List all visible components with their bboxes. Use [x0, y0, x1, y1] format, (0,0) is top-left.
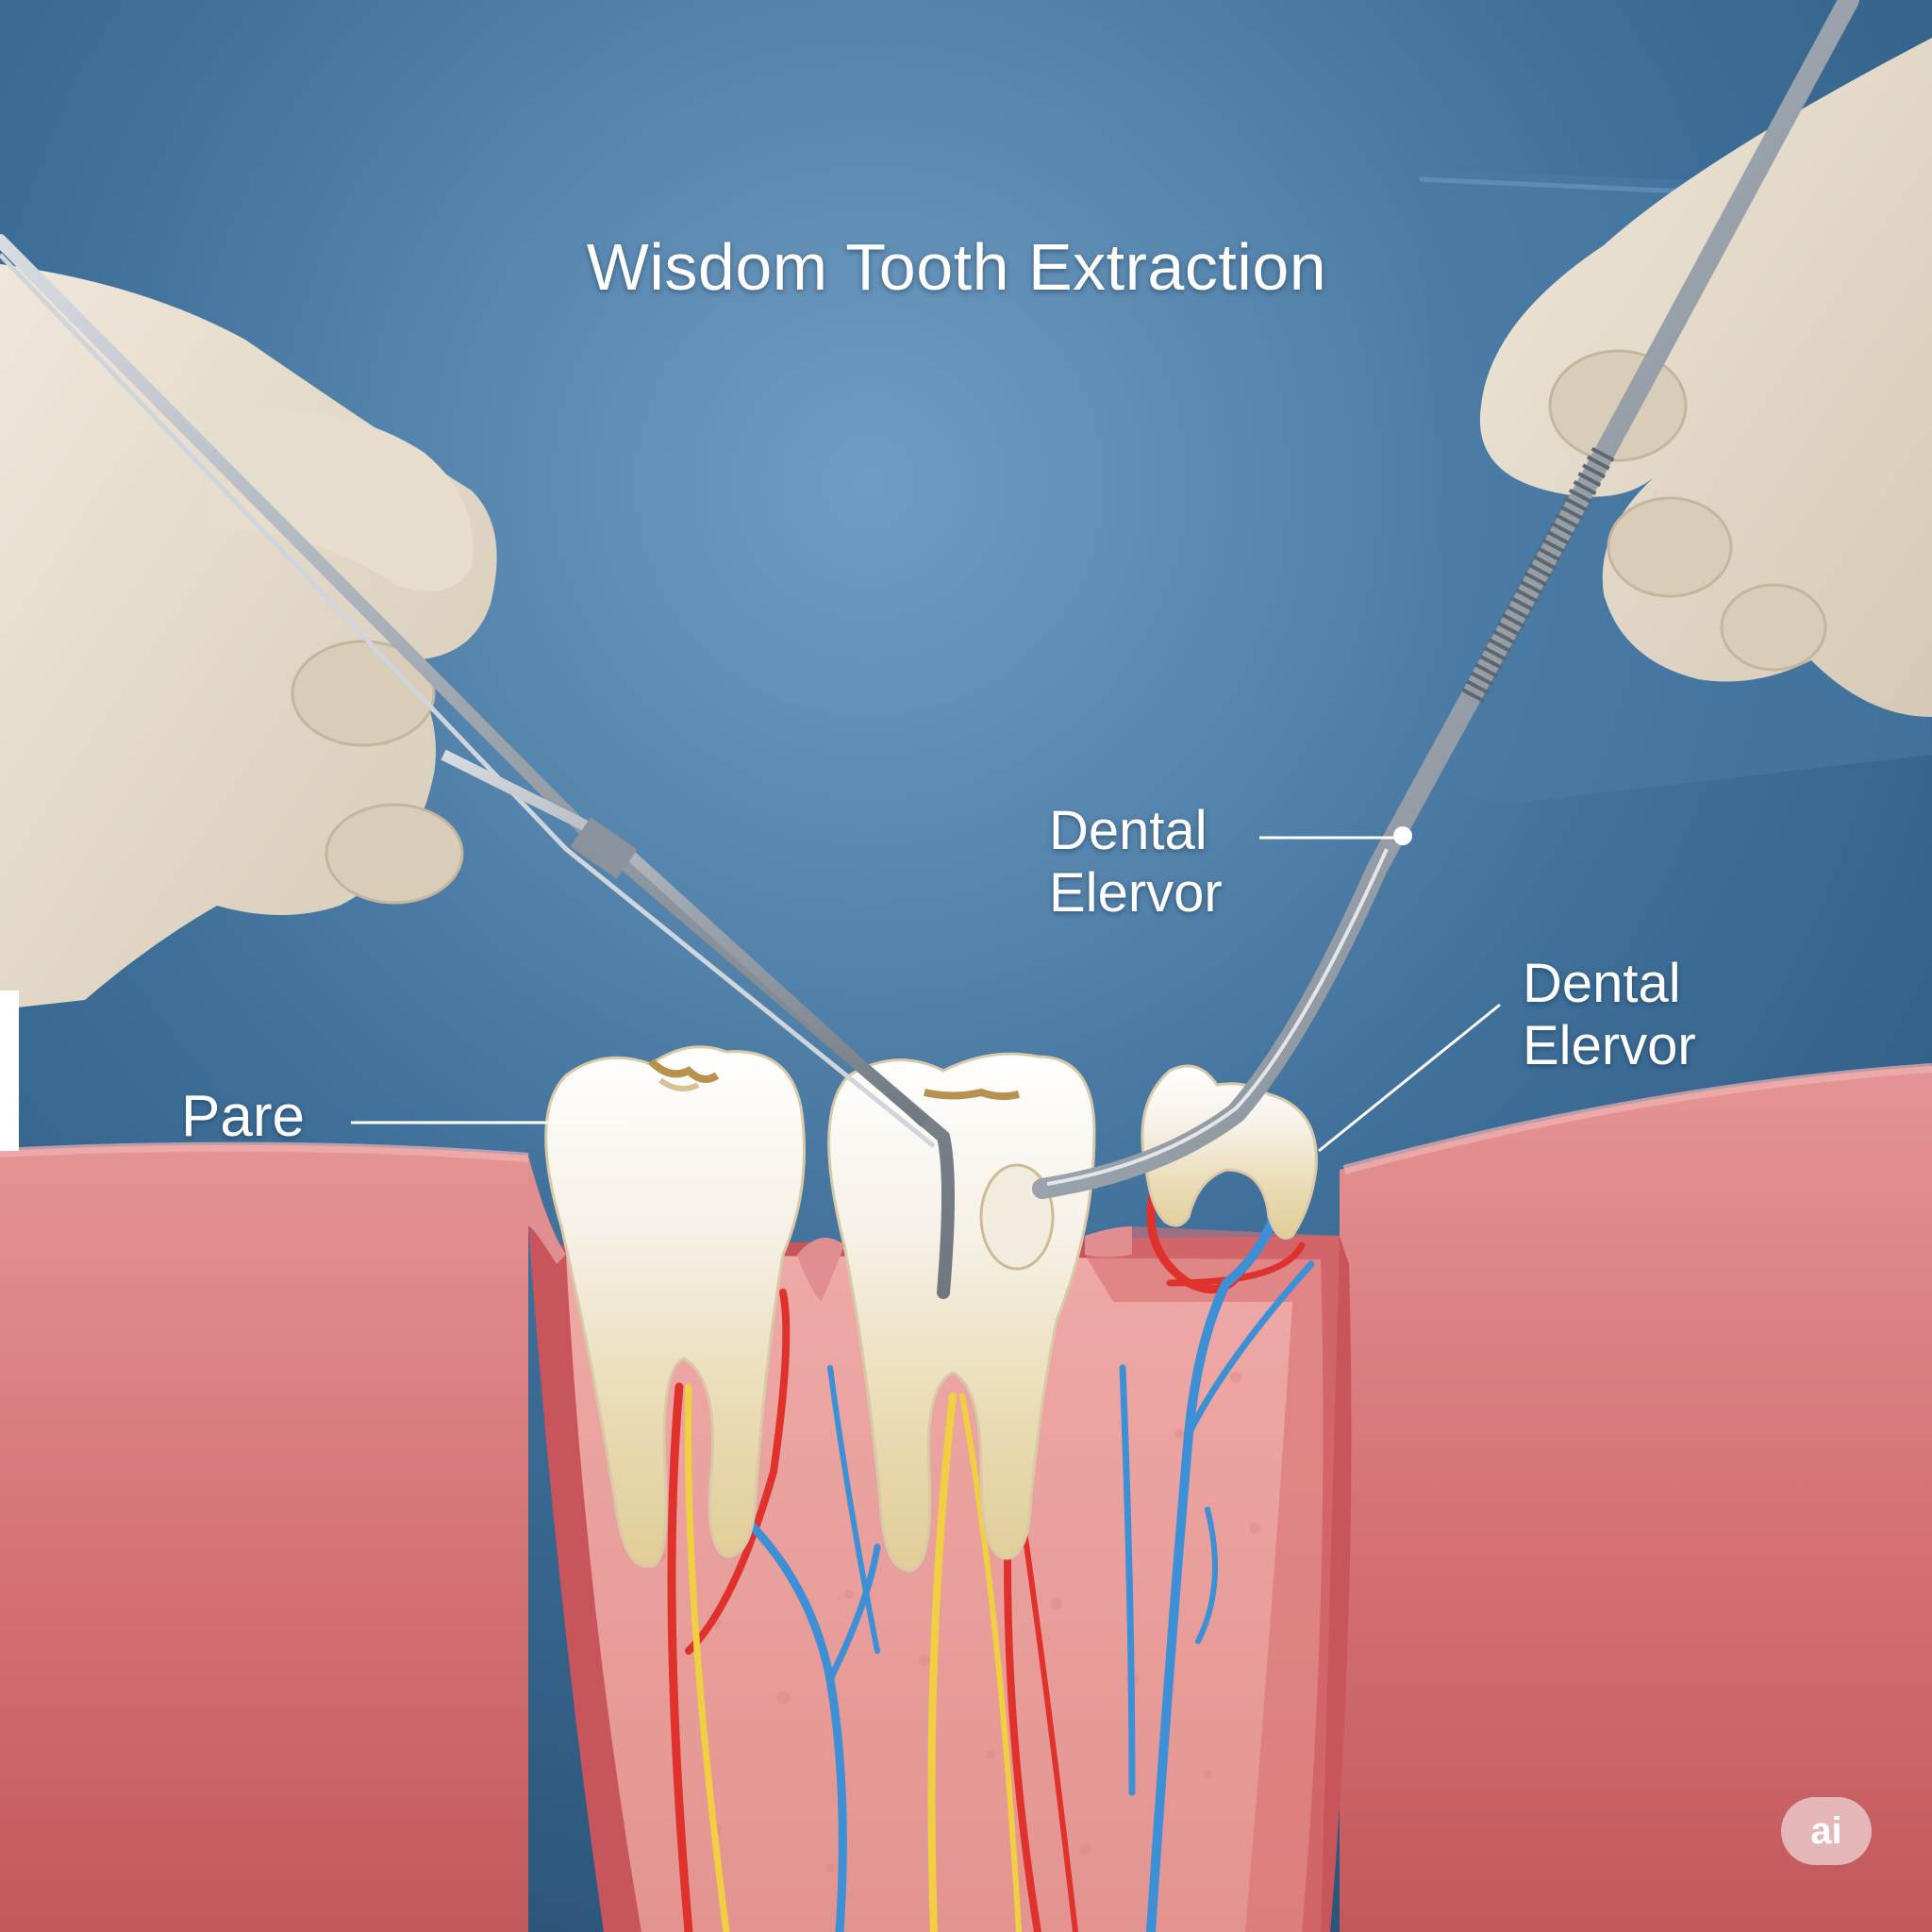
- label-right-line1: Dental: [1523, 953, 1681, 1014]
- left-thumbnail: [291, 640, 436, 747]
- left-gloved-hand: [0, 264, 497, 1151]
- ai-watermark-badge: ai: [1781, 1797, 1872, 1865]
- artery-1: [667, 1382, 693, 1932]
- gum-left: [0, 1144, 528, 1932]
- leader-lines: [351, 836, 1501, 1153]
- nerve-1: [685, 1383, 730, 1932]
- dental-elevator-instrument: [1032, 0, 1859, 1199]
- gum-right: [1340, 1066, 1932, 1932]
- artery-2: [685, 1289, 791, 1655]
- leader-dot: [1393, 826, 1412, 845]
- label-pare: Pare: [181, 1084, 305, 1149]
- nerve-2: [927, 1392, 957, 1932]
- wisdom-tooth: [1141, 1064, 1318, 1240]
- leader-line-right: [1318, 1003, 1501, 1153]
- blood-vessels: [667, 1165, 1315, 1932]
- label-dental-elevator-upper: Dental Elervor: [1049, 800, 1223, 924]
- label-right-line2: Elervor: [1523, 1015, 1696, 1076]
- tooth-left-molar: [544, 1045, 806, 1568]
- label-dental-elevator-right: Dental Elervor: [1523, 953, 1696, 1077]
- label-upper-line1: Dental: [1049, 800, 1208, 861]
- diagram-title: Wisdom Tooth Extraction: [586, 230, 1327, 304]
- left-forceps: [0, 234, 955, 1299]
- label-upper-line2: Elervor: [1049, 862, 1223, 924]
